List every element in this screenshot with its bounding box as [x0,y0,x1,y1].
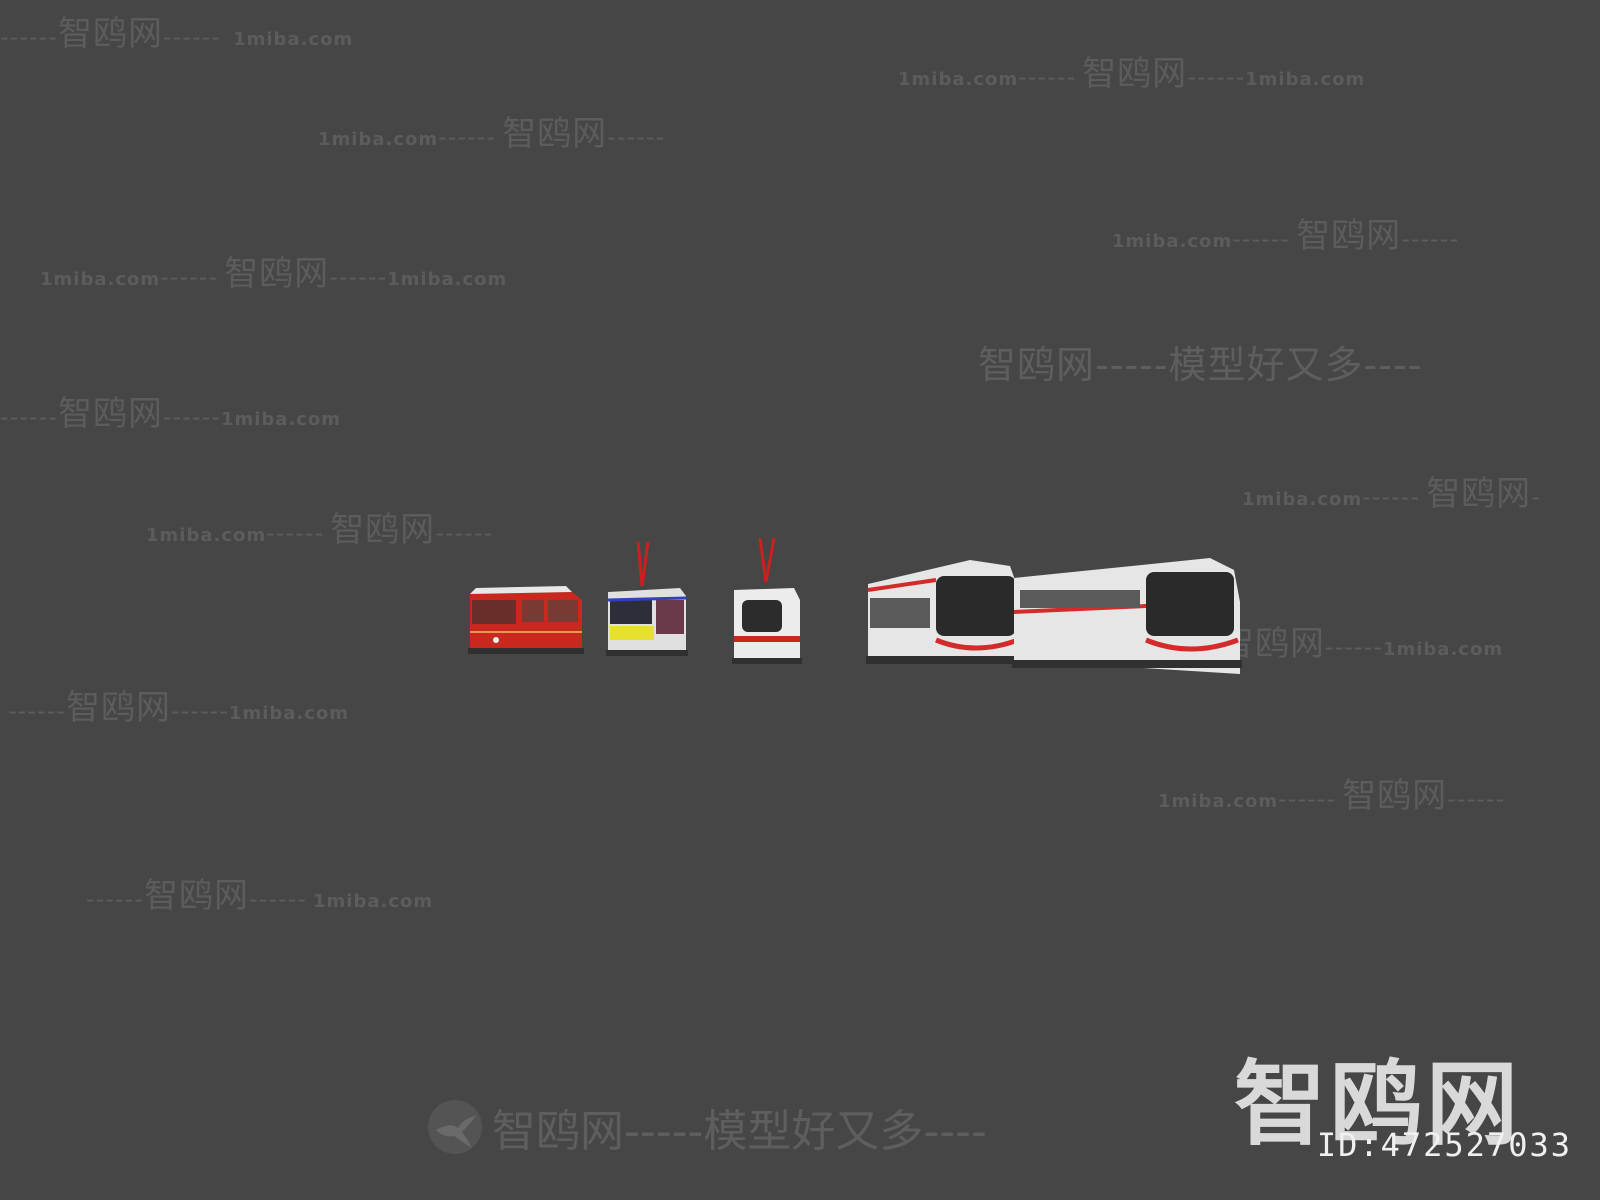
watermark-row: 1miba.com------ 智鸥网------ [146,510,494,550]
bird-logo-icon [428,1100,482,1154]
watermark-row: ------智鸥网------ 1miba.com [86,876,434,916]
watermark-row: 1miba.com------ 智鸥网------ [318,114,666,154]
watermark-row: ------智鸥网------ 1miba.com [0,14,354,54]
watermark-row: ------智鸥网------1miba.com [0,394,342,434]
watermark-row: 1miba.com------ 智鸥网------1miba.com [40,254,508,294]
watermark-slogan: 智鸥网-----模型好又多---- [978,343,1423,387]
image-id-text: ID:472527033 [1316,1126,1572,1164]
light-rail-old [606,541,688,656]
brand-logo-text: 智鸥网 [1233,1051,1522,1158]
watermark-row: 1miba.com------ 智鸥网------1miba.com [898,54,1366,94]
watermark-row: ------智鸥网------1miba.com [8,688,350,728]
watermark-row: 1miba.com------ 智鸥网------ [1158,776,1506,816]
bottom-watermark: 智鸥网-----模型好又多---- [428,1095,987,1159]
watermark-row: 1miba.com------ 智鸥网- [1242,474,1541,514]
light-rail-new [732,537,802,664]
watermark-row: 1miba.com------ 智鸥网------ [1112,216,1460,256]
peak-tram [468,586,584,654]
metro-train-front [866,560,1022,664]
bottom-slogan-text: 智鸥网-----模型好又多---- [492,1106,987,1157]
metro-train-rear [1012,558,1242,674]
